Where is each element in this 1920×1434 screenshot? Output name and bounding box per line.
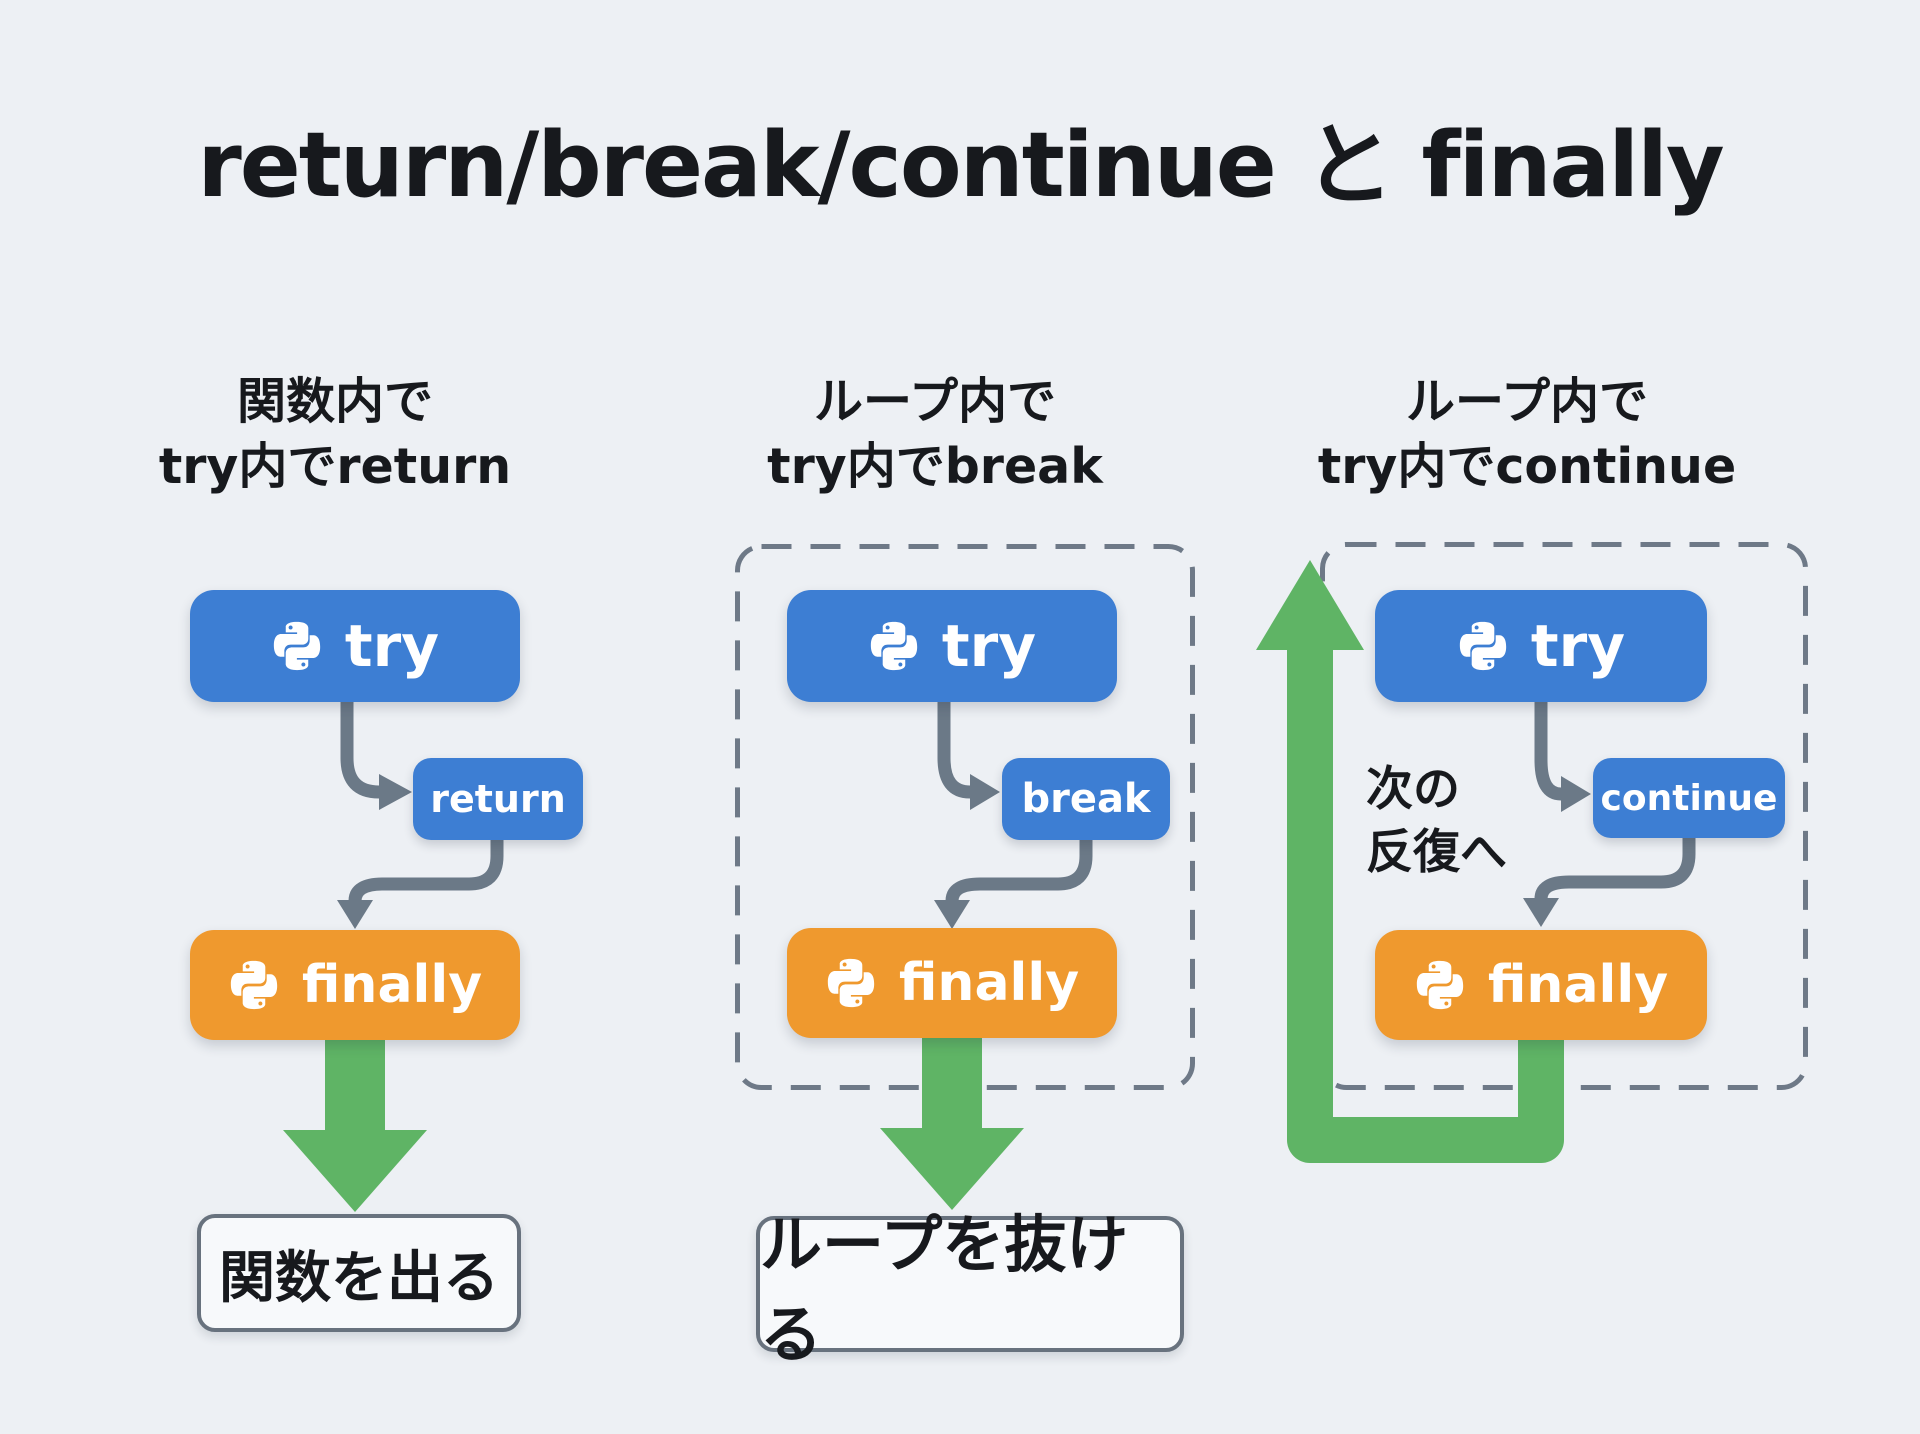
finally-label: finally [301, 955, 483, 1015]
connector-break-to-finally-icon [945, 833, 1093, 908]
result-box-exit-loop: ループを抜ける [756, 1208, 1184, 1371]
break-node: break [1002, 758, 1170, 840]
connector-try-to-break-icon [937, 695, 977, 799]
finally-node: finally [190, 930, 520, 1040]
loop-back-arrow-head-icon [1256, 560, 1364, 650]
note-line: 反復へ [1366, 825, 1507, 881]
finally-node: finally [787, 928, 1117, 1038]
header-line: try内でreturn [158, 437, 512, 495]
finally-label: finally [1487, 955, 1669, 1015]
python-icon [1459, 621, 1507, 671]
return-label: return [430, 777, 566, 821]
try-node: try [190, 590, 520, 702]
connector-arrowhead-icon [1523, 898, 1559, 927]
try-label: try [344, 612, 440, 680]
connector-continue-to-finally-icon [1534, 831, 1696, 906]
python-icon [230, 960, 278, 1010]
connector-arrowhead-icon [379, 774, 412, 810]
exit-arrow-shaft-icon [922, 1034, 982, 1130]
header-line: try内でbreak [767, 437, 1103, 495]
result-box-exit-function: 関数を出る [197, 1214, 521, 1332]
result-label: ループを抜ける [760, 1208, 1129, 1371]
return-node: return [413, 758, 583, 840]
finally-label: finally [898, 953, 1080, 1013]
try-node: try [1375, 590, 1707, 702]
exit-arrow-shaft-icon [325, 1036, 385, 1132]
note-line: 次の [1366, 762, 1460, 817]
loop-back-arrow-shaft-icon [1287, 642, 1564, 1163]
column-header-break: ループ内で try内でbreak [685, 370, 1185, 499]
python-icon [1416, 960, 1464, 1010]
header-line: ループ内で [1405, 373, 1649, 430]
connector-return-to-finally-icon [348, 833, 504, 908]
continue-node: continue [1593, 758, 1785, 838]
header-line: try内でcontinue [1317, 437, 1737, 495]
header-line: ループ内で [813, 373, 1057, 430]
result-label: 関数を出る [219, 1245, 499, 1311]
exit-arrow-head-icon [880, 1128, 1024, 1210]
column-header-continue: ループ内で try内でcontinue [1277, 370, 1777, 499]
continue-label: continue [1600, 777, 1778, 819]
try-label: try [1530, 612, 1626, 680]
try-node: try [787, 590, 1117, 702]
connector-arrowhead-icon [970, 774, 1000, 810]
break-label: break [1021, 776, 1151, 822]
connector-try-to-continue-icon [1534, 695, 1568, 801]
exit-arrow-head-icon [283, 1130, 427, 1212]
python-icon [870, 621, 918, 671]
python-icon [827, 958, 875, 1008]
python-icon [273, 621, 321, 671]
connector-try-to-return-icon [340, 695, 386, 799]
header-line: 関数内で [236, 373, 433, 430]
try-label: try [941, 612, 1037, 680]
next-iteration-note: 次の 反復へ [1366, 758, 1507, 885]
connector-arrowhead-icon [934, 900, 970, 929]
column-header-return: 関数内で try内でreturn [85, 370, 585, 499]
finally-node: finally [1375, 930, 1707, 1040]
page-title: return/break/continue と finally [197, 113, 1724, 218]
connector-arrowhead-icon [337, 900, 373, 929]
connector-arrowhead-icon [1561, 776, 1591, 812]
